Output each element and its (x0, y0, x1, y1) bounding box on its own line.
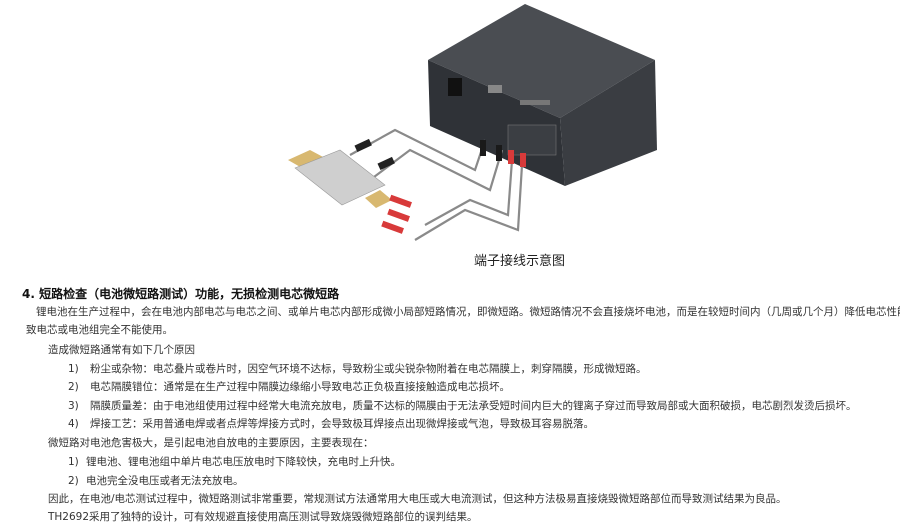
causes-heading: 造成微短路通常有如下几个原因 (48, 344, 195, 356)
figure-caption: 端子接线示意图 (474, 254, 566, 269)
black-clips (354, 138, 395, 171)
item-text: 焊接工艺：采用普通电焊或者点焊等焊接方式时，会导致极耳焊接点出现微焊接或气泡，导… (90, 418, 594, 430)
test-terminals (507, 124, 557, 156)
item-number: 2) (68, 381, 79, 393)
symptom-item: 2) 电池完全没电压或者无法充放电。 (68, 474, 244, 488)
item-text: 锂电池、锂电池组中单片电芯电压放电时下降较快，充电时上升快。 (86, 456, 401, 468)
cause-item: 3) 隔膜质量差：由于电池组使用过程中经常大电流充放电，质量不达标的隔膜由于无法承… (68, 399, 857, 413)
item-text: 电池完全没电压或者无法充放电。 (86, 475, 244, 487)
instrument-side (560, 60, 657, 186)
symptom-item: 1) 锂电池、锂电池组中单片电芯电压放电时下降较快，充电时上升快。 (68, 455, 401, 469)
item-number: 2) (68, 475, 79, 487)
item-text: 电芯隔膜错位：通常是在生产过程中隔膜边缘缩小导致电芯正负极直接接触造成电芯损坏。 (90, 381, 510, 393)
battery-tab-bottom (365, 190, 392, 208)
red-plugs (508, 150, 526, 167)
red-clips (381, 194, 412, 234)
item-number: 4) (68, 418, 79, 430)
terminal-wiring-diagram (288, 4, 657, 241)
intro-line-2: 致电芯或电池组完全不能使用。 (26, 324, 173, 336)
product-note: TH2692采用了独特的设计，可有效规避直接使用高压测试导致烧毁微短路部位的误判… (48, 511, 478, 523)
item-text: 粉尘或杂物：电芯叠片或卷片时，因空气环境不达标，导致粉尘或尖锐杂物附着在电芯隔膜… (90, 363, 647, 375)
cause-item: 1) 粉尘或杂物：电芯叠片或卷片时，因空气环境不达标，导致粉尘或尖锐杂物附着在电芯… (68, 362, 647, 376)
item-number: 3) (68, 400, 79, 412)
handler-port (520, 100, 550, 105)
rs232-port (488, 85, 502, 93)
item-text: 隔膜质量差：由于电池组使用过程中经常大电流充放电，质量不达标的隔膜由于无法承受短… (90, 400, 857, 412)
power-socket (448, 78, 462, 96)
black-plugs (480, 140, 502, 161)
battery-cell (294, 149, 386, 206)
conclusion: 因此，在电池/电芯测试过程中，微短路测试非常重要，常规测试方法通常用大电压或大电… (48, 493, 787, 505)
section-title: 4. 短路检查（电池微短路测试）功能，无损检测电芯微短路 (22, 287, 340, 301)
intro-line-1: 锂电池在生产过程中，会在电池内部电芯与电芯之间、或单片电芯内部形成微小局部短路情… (36, 306, 900, 318)
cause-item: 2) 电芯隔膜错位：通常是在生产过程中隔膜边缘缩小导致电芯正负极直接接触造成电芯损… (68, 380, 510, 394)
battery-tab-top (288, 150, 325, 168)
harm-heading: 微短路对电池危害极大，是引起电池自放电的主要原因，主要表现在： (48, 437, 374, 449)
cause-item: 4) 焊接工艺：采用普通电焊或者点焊等焊接方式时，会导致极耳焊接点出现微焊接或气泡… (68, 417, 594, 431)
instrument-top (428, 4, 655, 118)
item-number: 1) (68, 363, 79, 375)
item-number: 1) (68, 456, 79, 468)
